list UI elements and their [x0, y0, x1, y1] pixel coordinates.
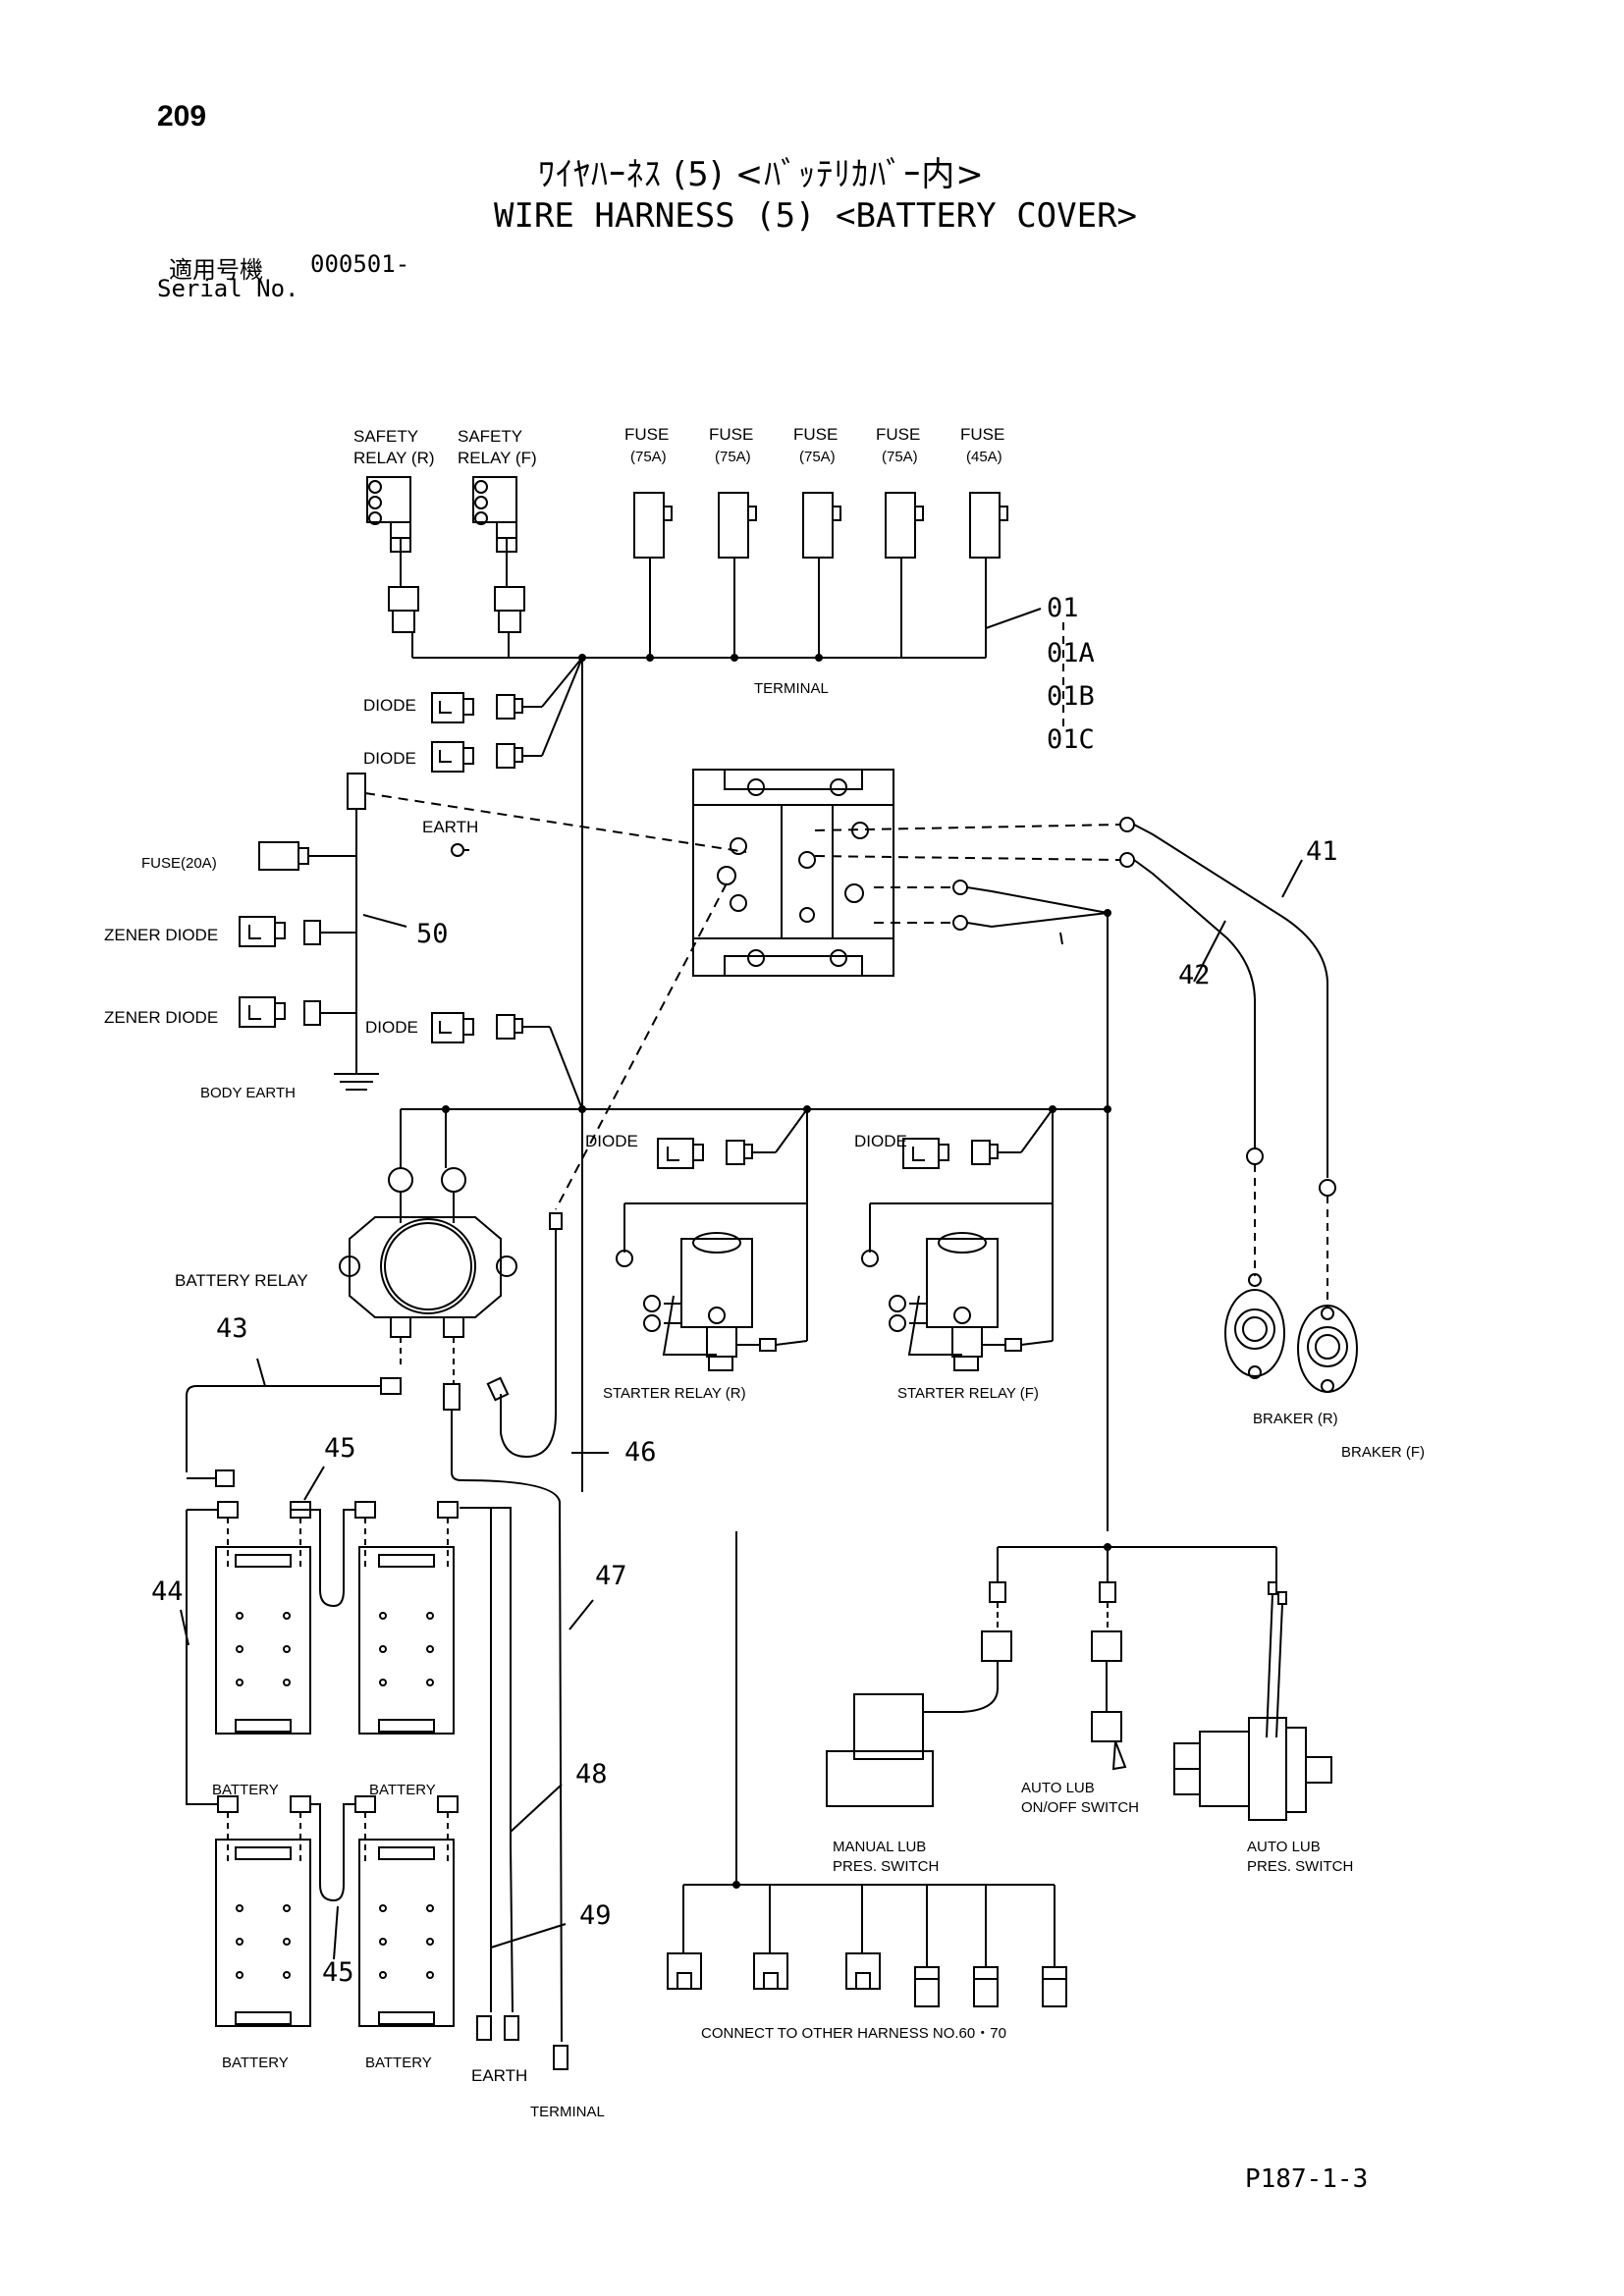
callout-01b: 01B: [1047, 681, 1095, 712]
braker-f: [1297, 1305, 1358, 1393]
callout-45-top: 45: [324, 1433, 356, 1464]
label-fuse-4: FUSE: [876, 425, 920, 444]
callout-47: 47: [595, 1561, 627, 1591]
label-fuse-20a: FUSE(20A): [141, 855, 217, 872]
label-battery-2: BATTERY: [369, 1782, 436, 1798]
serial-label: Serial No.: [157, 275, 299, 302]
page-number: 209: [157, 100, 207, 133]
fuse-connectors: [633, 492, 1008, 658]
label-starter-relay-r: STARTER RELAY (R): [603, 1385, 746, 1402]
braker-r: [1224, 1273, 1285, 1379]
starter-relay-f: [861, 1108, 1054, 1371]
callout-01a: 01A: [1047, 638, 1095, 668]
label-fuse-1-rating: (75A): [630, 449, 667, 465]
callout-45-bottom: 45: [322, 1957, 354, 1988]
manual-lub-pres-switch: [826, 1630, 1012, 1807]
label-terminal-bottom: TERMINAL: [530, 2104, 605, 2120]
lub-branch: [989, 1543, 1287, 1738]
label-battery-4: BATTERY: [365, 2055, 432, 2071]
page-title: WIRE HARNESS (5) <BATTERY COVER>: [494, 196, 1138, 236]
label-earth-top: EARTH: [422, 818, 478, 836]
label-auto-lub-pres-line1: AUTO LUB: [1247, 1839, 1321, 1855]
label-braker-f: BRAKER (F): [1341, 1444, 1425, 1461]
harness-01-main: [412, 608, 1064, 1492]
label-fuse-5: FUSE: [960, 425, 1004, 444]
harness-47-48: [443, 1383, 568, 2070]
terminal-block: [692, 769, 894, 977]
label-auto-lub-pres-line2: PRES. SWITCH: [1247, 1858, 1353, 1875]
harness-50: [239, 773, 747, 1091]
callout-01: 01: [1047, 593, 1079, 623]
callout-46: 46: [624, 1437, 657, 1468]
callout-leaders: [180, 1358, 609, 1960]
label-fuse-2: FUSE: [709, 425, 753, 444]
label-safety-relay-f-line2: RELAY (F): [458, 449, 537, 467]
battery-interconnects: [186, 1509, 355, 1902]
harness-41-42: [814, 817, 1336, 1531]
battery-relay: [339, 1167, 517, 1384]
label-fuse-2-rating: (75A): [715, 449, 751, 465]
label-diode-2: DIODE: [363, 749, 416, 768]
label-fuse-4-rating: (75A): [882, 449, 918, 465]
serial-label-japanese: 適用号機: [169, 256, 263, 284]
label-zener-diode-1: ZENER DIODE: [104, 926, 218, 944]
label-body-earth: BODY EARTH: [200, 1085, 296, 1101]
label-diode-4: DIODE: [585, 1132, 638, 1150]
battery-3: [215, 1795, 311, 2027]
label-fuse-1: FUSE: [624, 425, 669, 444]
harness-43: [186, 1377, 402, 1487]
other-harness-connectors: [667, 1531, 1067, 2007]
label-auto-lub-onoff-line1: AUTO LUB: [1021, 1780, 1095, 1796]
callout-41: 41: [1306, 836, 1338, 867]
callout-01c: 01C: [1047, 724, 1095, 755]
label-earth-bottom: EARTH: [471, 2066, 527, 2085]
callout-50: 50: [416, 919, 449, 949]
label-terminal-top: TERMINAL: [754, 680, 829, 697]
label-fuse-3: FUSE: [793, 425, 838, 444]
label-battery-relay: BATTERY RELAY: [175, 1271, 308, 1290]
serial-number-value: 000501-: [310, 250, 410, 278]
safety-relay-f: [472, 476, 525, 658]
callout-49: 49: [579, 1900, 612, 1931]
label-manual-lub-line1: MANUAL LUB: [833, 1839, 926, 1855]
title-japanese: ﾜｲﾔﾊｰﾈｽ (5) <ﾊﾞｯﾃﾘｶﾊﾞｰ内>: [538, 155, 985, 194]
label-manual-lub-line2: PRES. SWITCH: [833, 1858, 939, 1875]
dashed-link: [486, 882, 728, 1459]
label-fuse-5-rating: (45A): [966, 449, 1002, 465]
battery-4: [354, 1795, 459, 2027]
label-safety-relay-r-line2: RELAY (R): [353, 449, 435, 467]
label-zener-diode-2: ZENER DIODE: [104, 1008, 218, 1027]
starter-relay-r: [616, 1108, 808, 1371]
earth-point-top: [451, 843, 469, 857]
label-connect-other-harness: CONNECT TO OTHER HARNESS NO.60・70: [701, 2025, 1006, 2042]
diode-upper: [431, 657, 583, 773]
auto-lub-pres-switch: [1173, 1717, 1332, 1821]
label-diode-3: DIODE: [365, 1018, 418, 1037]
label-fuse-3-rating: (75A): [799, 449, 836, 465]
label-auto-lub-onoff-line2: ON/OFF SWITCH: [1021, 1799, 1139, 1816]
safety-relay-r: [366, 476, 419, 658]
label-diode-1: DIODE: [363, 696, 416, 715]
diode-middle: [431, 1012, 583, 1110]
auto-lub-onoff-switch: [1091, 1630, 1127, 1771]
label-braker-r: BRAKER (R): [1253, 1411, 1338, 1427]
label-battery-1: BATTERY: [212, 1782, 279, 1798]
label-safety-relay-f-line1: SAFETY: [458, 427, 522, 446]
label-diode-5: DIODE: [854, 1132, 907, 1150]
callout-42: 42: [1178, 960, 1211, 990]
label-safety-relay-r-line1: SAFETY: [353, 427, 418, 446]
power-bus: [400, 1105, 1111, 1168]
callout-43: 43: [216, 1313, 248, 1344]
label-battery-3: BATTERY: [222, 2055, 289, 2071]
callout-44: 44: [151, 1576, 184, 1607]
battery-2: [354, 1501, 459, 1735]
figure-code: P187-1-3: [1245, 2164, 1369, 2194]
battery-1: [215, 1501, 311, 1735]
callout-48: 48: [575, 1759, 608, 1789]
label-starter-relay-f: STARTER RELAY (F): [897, 1385, 1039, 1402]
